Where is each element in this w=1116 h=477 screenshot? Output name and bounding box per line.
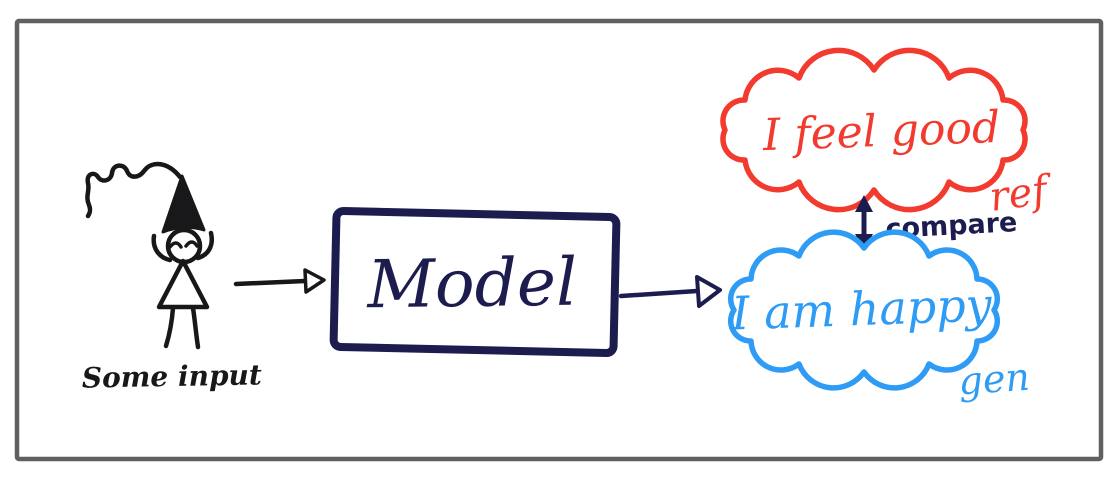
generated-cloud-outline bbox=[727, 229, 1001, 391]
input-arrow-head bbox=[303, 268, 326, 294]
generated-text: I am happy bbox=[729, 277, 993, 340]
reference-text: I feel good bbox=[761, 102, 1001, 161]
left-arm bbox=[151, 233, 173, 263]
compare-arrow bbox=[855, 195, 873, 251]
left-eye bbox=[168, 241, 183, 249]
left-leg bbox=[163, 305, 176, 349]
output-arrow-shaft bbox=[618, 288, 700, 299]
input-arrow bbox=[233, 268, 326, 294]
output-arrow bbox=[618, 275, 722, 308]
reference-tag: ref bbox=[986, 166, 1056, 220]
model-label: Model bbox=[366, 244, 578, 324]
party-hat bbox=[161, 174, 206, 234]
input-caption: Some input bbox=[82, 358, 263, 394]
right-arm bbox=[195, 230, 214, 261]
canvas-frame bbox=[14, 18, 1104, 462]
output-arrow-head bbox=[695, 275, 722, 308]
reference-bubble: I feel good bbox=[720, 47, 1028, 213]
stick-figure bbox=[85, 161, 214, 350]
hat-string bbox=[85, 161, 183, 219]
right-eye bbox=[184, 240, 199, 248]
compare-arrow-head-up bbox=[855, 195, 873, 212]
right-leg bbox=[190, 305, 201, 350]
model-box: Model bbox=[329, 206, 621, 358]
input-arrow-shaft bbox=[233, 278, 308, 287]
compare-arrow-head-down bbox=[855, 234, 873, 251]
generated-bubble: I am happy bbox=[727, 229, 1001, 391]
generated-tag: gen bbox=[957, 355, 1031, 404]
reference-cloud-outline bbox=[720, 47, 1028, 213]
figure-dress bbox=[156, 258, 210, 310]
model-box-border bbox=[329, 206, 621, 358]
